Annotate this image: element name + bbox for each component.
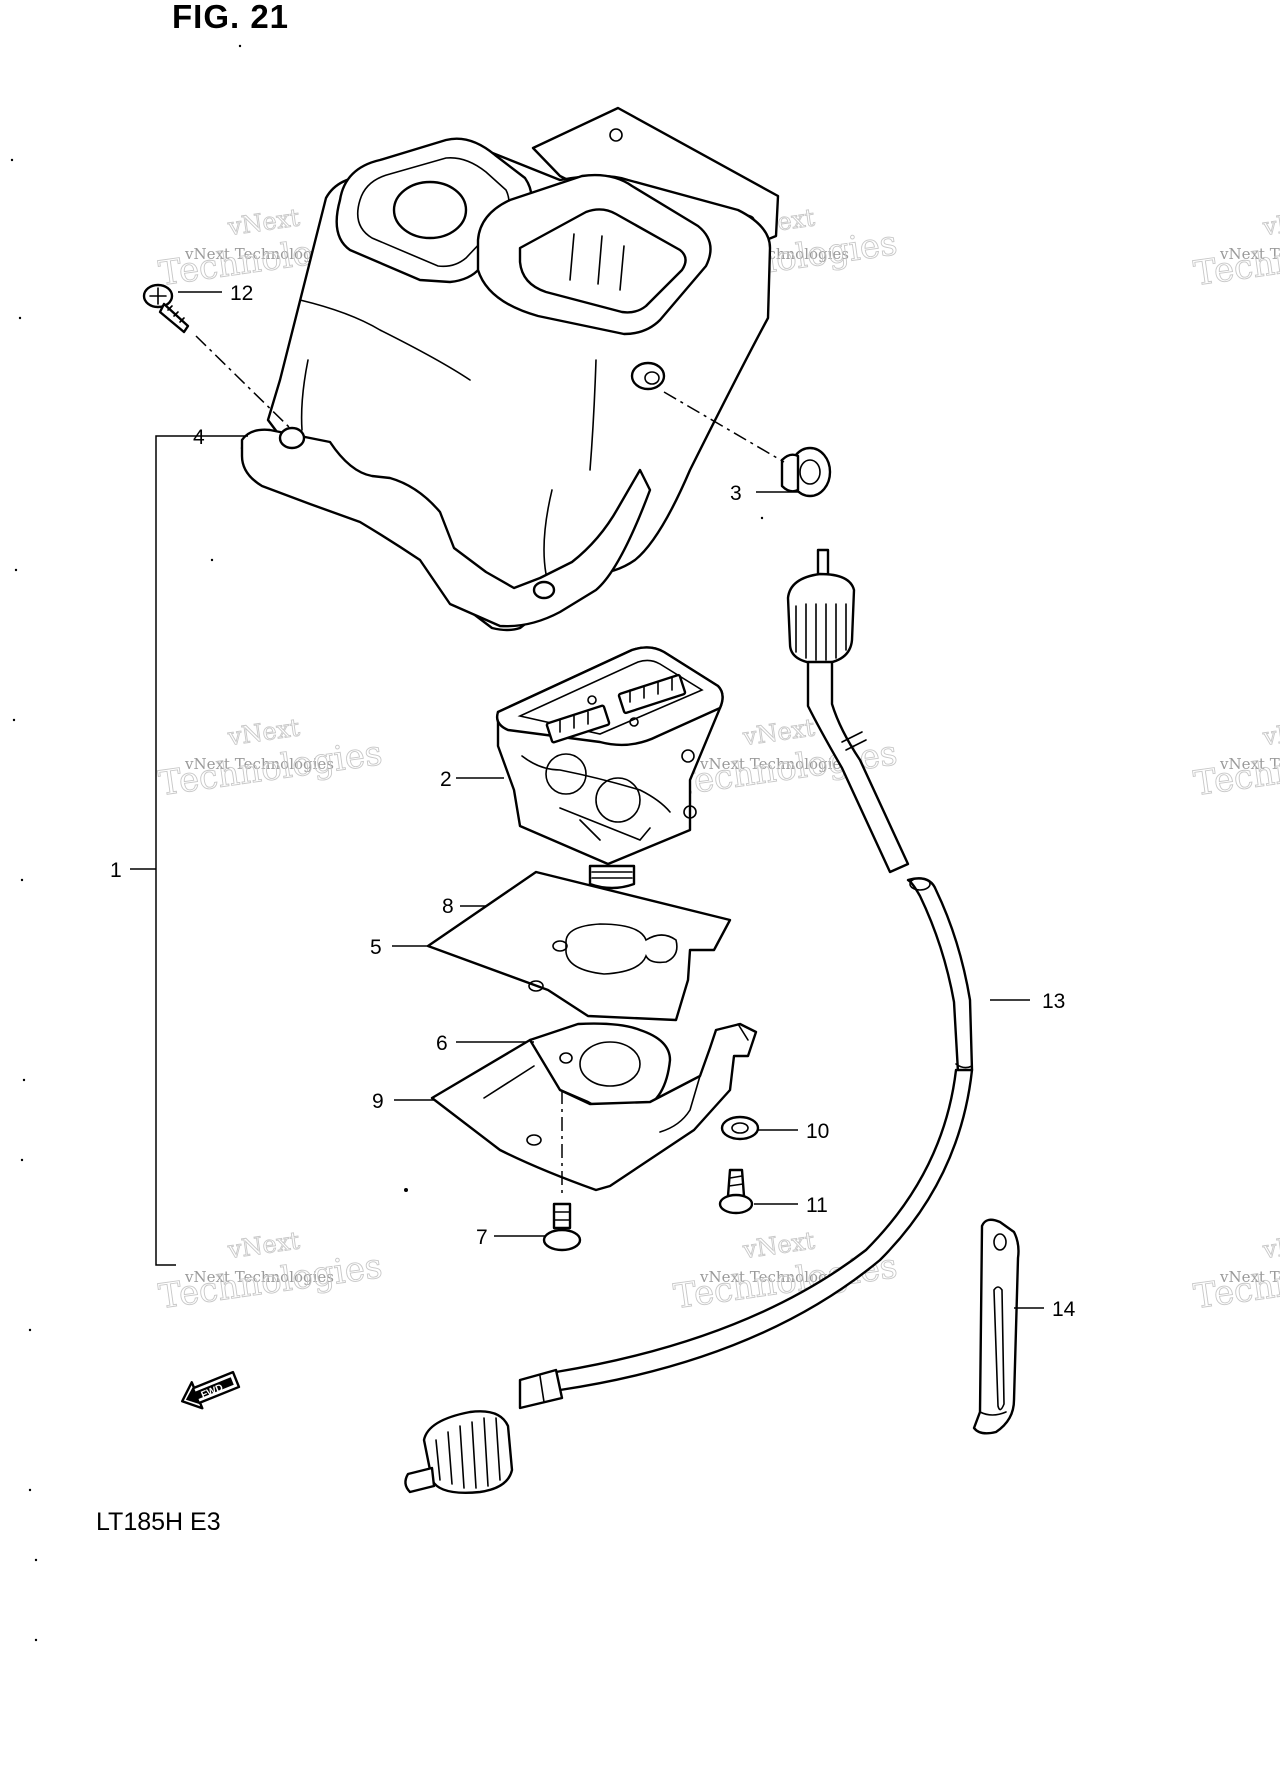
callout-11: 11 xyxy=(806,1194,828,1217)
speedometer-part-2 xyxy=(495,646,724,890)
watermark-brand: vNext xyxy=(1260,1226,1280,1264)
callout-7: 7 xyxy=(476,1226,488,1249)
watermark-text: vNext Technologies xyxy=(184,1268,334,1286)
watermark-text: vNext Technologies xyxy=(1219,1268,1280,1286)
assembly-bracket xyxy=(155,435,210,1266)
callout-1: 1 xyxy=(110,859,122,882)
plate-part-6 xyxy=(528,1022,672,1113)
callout-2: 2 xyxy=(440,768,452,791)
grommet-part-3 xyxy=(780,446,832,498)
watermark-text: vNext Technologies xyxy=(699,755,849,773)
callout-4: 4 xyxy=(193,426,205,449)
gasket-part-5 xyxy=(426,870,732,1022)
watermark-text: vNext Technologies xyxy=(699,1268,849,1286)
callout-13: 13 xyxy=(1042,990,1065,1013)
callout-6: 6 xyxy=(436,1032,448,1055)
watermark-brand: vNext xyxy=(1260,203,1280,241)
watermark-text: vNext Technologies xyxy=(184,755,334,773)
axis-line-12 xyxy=(195,335,291,429)
screw-part-12 xyxy=(142,283,190,334)
callout-3: 3 xyxy=(730,482,742,505)
watermark-brand: vNext xyxy=(1260,713,1280,751)
callout-14: 14 xyxy=(1052,1298,1076,1321)
callout-10: 10 xyxy=(806,1120,829,1143)
speedometer-cable-part-13 xyxy=(404,548,974,1494)
screw-part-11 xyxy=(718,1168,754,1215)
watermark-text: vNext Technologies xyxy=(184,245,334,263)
screw-part-7 xyxy=(542,1202,582,1252)
bracket-part-9 xyxy=(430,1022,758,1192)
watermark-text: vNext Technologies xyxy=(1219,755,1280,773)
callout-9: 9 xyxy=(372,1090,384,1113)
scan-specks xyxy=(10,44,764,1642)
washer-part-10 xyxy=(720,1115,760,1141)
callout-8: 8 xyxy=(442,895,454,918)
axis-line-3 xyxy=(663,391,785,463)
forward-arrow-icon: FWD xyxy=(180,1370,241,1410)
callout-12: 12 xyxy=(230,282,253,305)
watermark-text: vNext Technologies xyxy=(1219,245,1280,263)
meter-case-part-4 xyxy=(240,106,780,632)
callout-5: 5 xyxy=(370,936,382,959)
cable-clamp-part-14 xyxy=(972,1218,1020,1435)
model-code: LT185H E3 xyxy=(96,1508,221,1536)
figure-title: FIG. 21 xyxy=(172,0,290,35)
